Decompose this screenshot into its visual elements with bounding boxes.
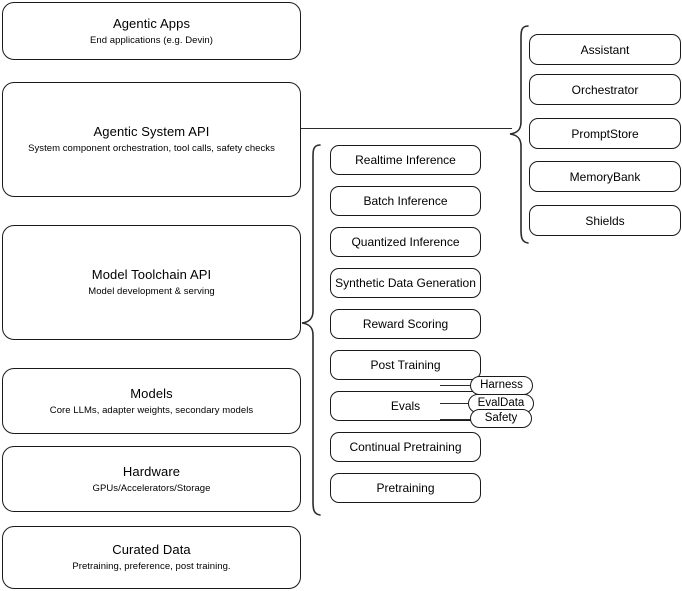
evals-pill-harness[interactable]: Harness	[470, 376, 533, 395]
brace-agentic-components	[508, 24, 530, 245]
capability-box-evals[interactable]: Evals	[330, 391, 481, 421]
capability-label: Realtime Inference	[355, 153, 456, 167]
evals-pill-evaldata[interactable]: EvalData	[468, 394, 534, 413]
capability-box-pretraining[interactable]: Pretraining	[330, 473, 481, 503]
layer-title: Agentic System API	[93, 124, 210, 139]
evals-pill-safety[interactable]: Safety	[470, 409, 532, 428]
layer-box-agentic-apps[interactable]: Agentic Apps End applications (e.g. Devi…	[2, 2, 301, 60]
layer-subtitle: Core LLMs, adapter weights, secondary mo…	[49, 404, 254, 416]
component-box-assistant[interactable]: Assistant	[529, 34, 681, 65]
layer-box-models[interactable]: Models Core LLMs, adapter weights, secon…	[2, 368, 301, 434]
component-box-promptstore[interactable]: PromptStore	[529, 118, 681, 149]
layer-subtitle: Model development & serving	[88, 286, 215, 297]
layer-title: Model Toolchain API	[91, 267, 212, 282]
layer-subtitle: Pretraining, preference, post training.	[72, 561, 231, 572]
component-label: Orchestrator	[571, 82, 639, 97]
component-label: Assistant	[580, 42, 630, 57]
capability-box-realtime-inference[interactable]: Realtime Inference	[330, 145, 481, 175]
capability-box-post-training[interactable]: Post Training	[330, 350, 481, 380]
component-label: Shields	[585, 213, 625, 228]
layer-box-hardware[interactable]: Hardware GPUs/Accelerators/Storage	[2, 446, 301, 512]
connector-agentic-system-to-components	[301, 128, 512, 129]
layer-subtitle: End applications (e.g. Devin)	[90, 34, 213, 46]
connector-evals-to-safety	[440, 419, 482, 420]
capability-box-continual-pretraining[interactable]: Continual Pretraining	[330, 432, 481, 462]
layer-box-model-toolchain-api[interactable]: Model Toolchain API Model development & …	[2, 225, 301, 340]
capability-label: Batch Inference	[363, 194, 448, 208]
evals-pill-label: EvalData	[477, 397, 525, 409]
component-label: PromptStore	[571, 126, 639, 141]
evals-pill-label: Harness	[480, 379, 523, 391]
layer-subtitle: GPUs/Accelerators/Storage	[92, 482, 211, 494]
capability-box-reward-scoring[interactable]: Reward Scoring	[330, 309, 481, 339]
layer-title: Curated Data	[112, 542, 191, 557]
capability-box-quantized-inference[interactable]: Quantized Inference	[330, 227, 481, 257]
capability-label: Pretraining	[376, 481, 435, 495]
layer-title: Agentic Apps	[112, 15, 191, 31]
component-box-memorybank[interactable]: MemoryBank	[529, 161, 681, 192]
component-box-shields[interactable]: Shields	[529, 205, 681, 236]
layer-subtitle: System component orchestration, tool cal…	[28, 143, 275, 154]
capability-label: Continual Pretraining	[349, 440, 462, 454]
capability-label: Reward Scoring	[362, 317, 449, 331]
connector-evals-to-evaldata	[440, 403, 476, 404]
capability-label: Post Training	[370, 358, 441, 372]
capability-box-batch-inference[interactable]: Batch Inference	[330, 186, 481, 216]
capability-label: Quantized Inference	[351, 235, 460, 249]
connector-evals-to-harness	[440, 385, 482, 386]
layer-box-agentic-system-api[interactable]: Agentic System API System component orch…	[2, 82, 301, 197]
component-box-orchestrator[interactable]: Orchestrator	[529, 74, 681, 105]
component-label: MemoryBank	[569, 169, 641, 184]
evals-pill-label: Safety	[484, 412, 518, 424]
capability-label: Synthetic Data Generation	[335, 276, 476, 290]
capability-label: Evals	[390, 399, 421, 413]
layer-title: Hardware	[122, 463, 181, 479]
layer-title: Models	[130, 385, 173, 401]
capability-box-synthetic-data-generation[interactable]: Synthetic Data Generation	[330, 268, 481, 298]
layer-box-curated-data[interactable]: Curated Data Pretraining, preference, po…	[2, 526, 301, 589]
brace-toolchain-capabilities	[300, 143, 322, 517]
